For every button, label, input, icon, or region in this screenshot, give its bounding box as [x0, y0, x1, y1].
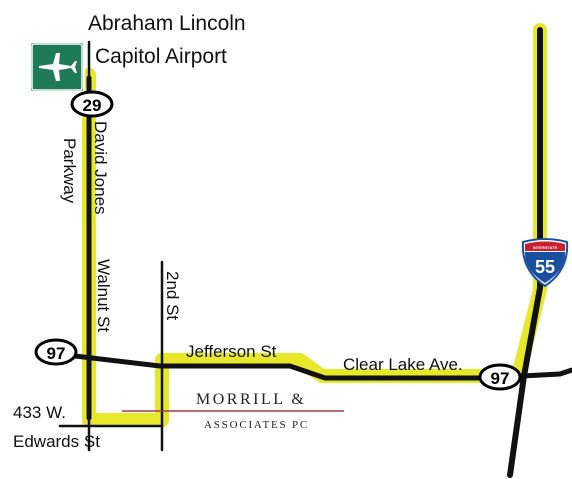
road-route-97 — [55, 351, 572, 381]
label-parkway: Parkway — [60, 138, 79, 204]
airplane-icon — [39, 53, 77, 81]
label-edwards-st: Edwards St — [13, 432, 100, 451]
svg-text:29: 29 — [83, 96, 102, 115]
roads — [55, 27, 572, 478]
route-29-shield: 29 — [70, 90, 114, 118]
logo-line2: ASSOCIATES PC — [204, 419, 309, 431]
interstate-banner: INTERSTATE — [533, 245, 558, 250]
airport-name-line1: Abraham Lincoln — [88, 12, 246, 35]
label-walnut-st: Walnut St — [94, 259, 113, 332]
airport-sign — [29, 41, 85, 93]
label-address: 433 W. — [13, 403, 66, 422]
svg-text:55: 55 — [535, 257, 555, 277]
airport-name-line2: Capitol Airport — [95, 45, 227, 68]
highlighted-route — [82, 23, 547, 427]
firm-logo: MORRILL & ASSOCIATES PC — [122, 391, 344, 431]
route-97-shield-west: 97 — [34, 338, 78, 366]
route-97-shield-east: 97 — [478, 363, 522, 391]
road-interstate-55 — [507, 27, 543, 478]
interstate-55-shield: INTERSTATE 55 — [521, 238, 569, 288]
svg-text:97: 97 — [491, 369, 510, 388]
label-2nd-st: 2nd St — [163, 271, 182, 320]
label-jefferson-st: Jefferson St — [186, 342, 277, 361]
route-highlight-west — [82, 23, 547, 427]
label-david-jones: David Jones — [91, 121, 110, 215]
label-clear-lake-ave: Clear Lake Ave. — [343, 355, 463, 374]
svg-text:97: 97 — [47, 344, 66, 363]
logo-line1: MORRILL & — [196, 391, 306, 408]
